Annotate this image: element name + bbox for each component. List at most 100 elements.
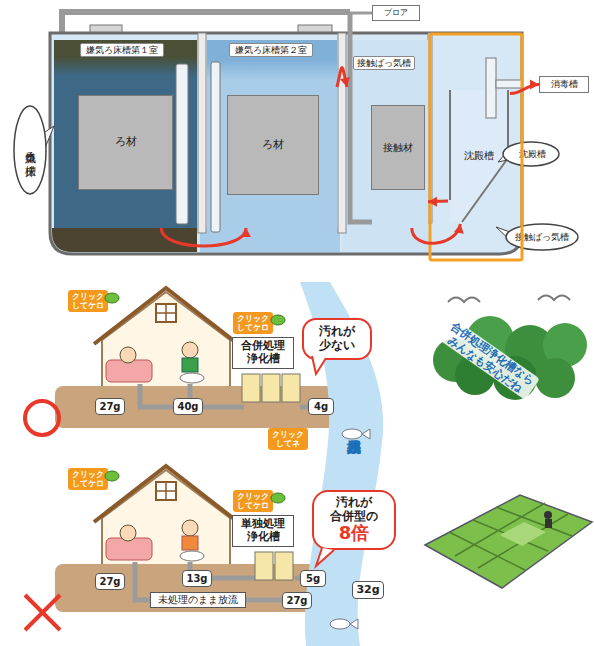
house-illustration-part — [182, 342, 198, 358]
ground-and-pipes-part — [275, 552, 293, 580]
bubble-text: 汚れが 合併型の — [314, 496, 394, 524]
shape-outline-part — [450, 90, 508, 222]
tank-body-part — [198, 33, 206, 233]
flow-arrow — [510, 80, 539, 94]
node-text: 嫌気ろ床槽第１室 — [80, 43, 164, 57]
house-illustration-part — [180, 373, 204, 383]
house-illustration-part — [102, 470, 230, 566]
rice-field-illustration-part — [449, 503, 572, 570]
node-text: クリック してケロ — [235, 314, 271, 332]
speech-bubble: 汚れが 少ない — [302, 318, 372, 360]
callout-bubble: 接触ばっ気槽 — [496, 222, 580, 252]
node-text: クリック してケロ — [70, 292, 106, 310]
emphasis-number: 8倍 — [339, 523, 370, 544]
node-text: 32g — [356, 584, 379, 597]
click-tag: クリック してケロ — [233, 312, 273, 334]
disinfection-box: 消毒槽 — [539, 76, 589, 93]
tank-pipes — [176, 12, 522, 232]
good-bad-marks — [25, 401, 60, 630]
flow-line — [428, 199, 448, 203]
flow-arrow — [161, 228, 251, 246]
amount-box: 5g — [300, 570, 326, 587]
click-tag: クリック してケロ — [68, 468, 108, 490]
house-illustration-part — [120, 525, 136, 541]
tank-body-part — [62, 12, 350, 33]
node-text: 沈殿槽 — [464, 150, 494, 162]
node-text: 4g — [314, 401, 328, 413]
shape-outline-part — [506, 224, 578, 250]
amount-box: 32g — [352, 581, 384, 599]
tank-body-part — [350, 12, 372, 15]
chamber: 嫌気ろ床槽第２室ろ材 — [207, 40, 337, 228]
node-text: 27g — [99, 401, 120, 413]
node-text: 接触ばっ気槽 — [515, 232, 569, 242]
arrow-head — [428, 197, 437, 207]
amount-box: 40g — [173, 398, 203, 415]
tank-body-part — [200, 228, 340, 252]
amount-box: 4g — [308, 398, 334, 415]
shape-outline-part — [450, 90, 508, 222]
click-tag: クリック してケロ — [233, 490, 273, 512]
speech-bubble: 汚れが 合併型の8倍 — [312, 490, 396, 550]
rice-field-illustration-part — [425, 495, 592, 588]
click-tag: クリック してケロ — [68, 290, 108, 312]
rice-field-illustration-part — [544, 511, 552, 519]
callout-ellipse: 嫌気ろ床槽 — [12, 104, 48, 196]
tank-body — [50, 12, 522, 254]
discharge-label: 未処理のまま放流 — [150, 592, 246, 608]
node-text: クリック してケロ — [235, 492, 271, 510]
house-illustration-part — [94, 288, 238, 344]
house-illustration-part — [156, 482, 176, 500]
node-text: 5g — [306, 573, 320, 585]
node-text: クリック してケロ — [70, 470, 106, 488]
house-illustration-part — [182, 520, 198, 536]
node-text: 27g — [286, 595, 307, 607]
amount-box: 27g — [95, 573, 125, 590]
flow-line — [161, 228, 246, 246]
ground-and-pipes-part — [282, 374, 300, 402]
frog-mascot-part — [271, 315, 285, 325]
blower-box: ブロア — [372, 5, 420, 21]
forest-illustration-part — [538, 296, 570, 301]
node-text: 消毒槽 — [551, 79, 578, 89]
node-text: ブロア — [384, 8, 408, 17]
amount-box: 27g — [282, 592, 312, 609]
house-illustration-part — [182, 358, 198, 372]
tank-body-part — [338, 33, 346, 233]
forest-illustration — [433, 296, 587, 401]
shape-outline-part — [14, 106, 46, 194]
frog-mascot-part — [271, 493, 285, 503]
house-illustration-part — [156, 304, 176, 322]
node-text: 接触材 — [383, 142, 413, 154]
callout-bubble: 沈殿槽 — [498, 140, 560, 168]
house-illustration-part — [156, 304, 176, 322]
rice-field-illustration-part — [500, 522, 546, 546]
chamber: 嫌気ろ床槽第１室ろ材 — [54, 40, 197, 228]
filter-media: ろ材 — [78, 95, 173, 190]
node-text: 汚れが 少ない — [304, 325, 370, 353]
filter-media: ろ材 — [227, 95, 319, 195]
ground-and-pipes-part — [242, 374, 260, 402]
node-text: ろ材 — [262, 139, 284, 152]
house-illustration-part — [180, 551, 204, 561]
arrow-head — [241, 228, 251, 237]
node-text: 27g — [99, 576, 120, 588]
ground-and-pipes-part — [255, 552, 273, 580]
tank-pipes-part — [496, 80, 522, 88]
amount-box: 13g — [182, 570, 212, 587]
ground-and-pipes — [55, 374, 340, 612]
node-text: クリック してネ — [270, 430, 306, 448]
node-text: ろ材 — [115, 136, 137, 149]
ground-and-pipes-part — [262, 374, 280, 402]
arrow-head — [530, 80, 539, 90]
click-tag: クリック してネ — [268, 428, 308, 450]
arrow-head — [454, 224, 464, 234]
house-illustration-part — [102, 292, 230, 388]
good-bad-marks-part — [25, 595, 60, 630]
flow-arrow — [428, 197, 448, 207]
tank-body-part — [428, 33, 432, 223]
chamber: 接触ばっ気槽接触材 — [347, 40, 428, 228]
node-text: 接触ばっ気槽 — [353, 56, 415, 70]
rice-field-illustration-part — [545, 519, 552, 528]
